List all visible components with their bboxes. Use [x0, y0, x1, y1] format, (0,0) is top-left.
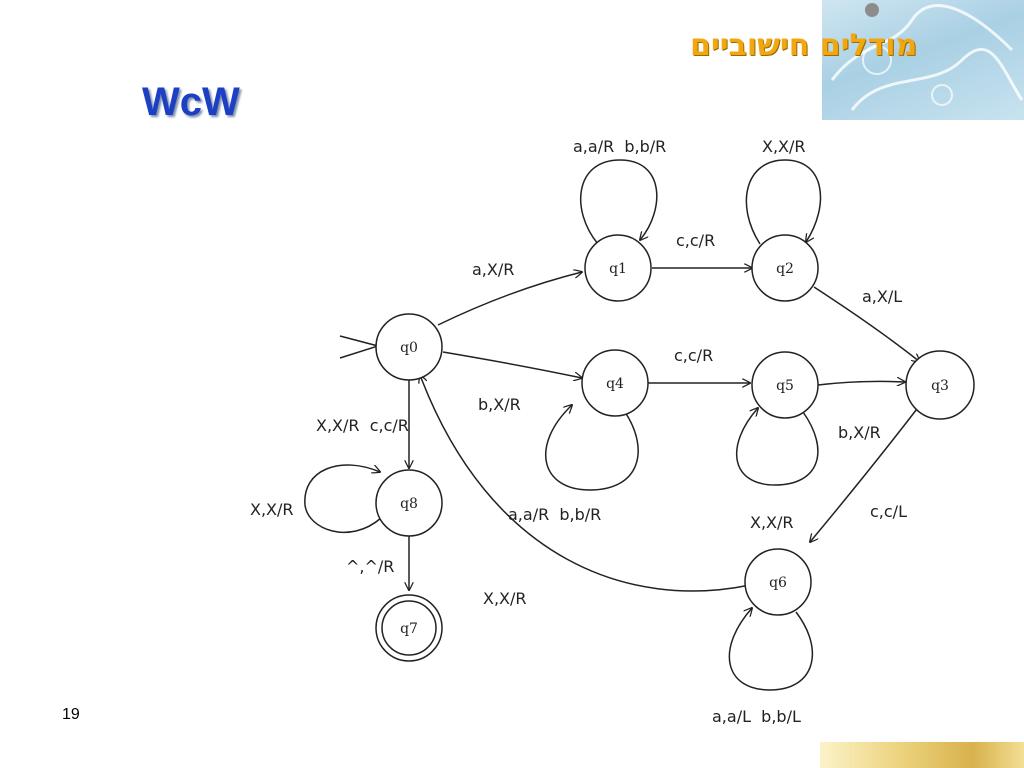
loop-q1 [579, 159, 658, 245]
state-label-q6: q6 [769, 575, 787, 591]
edge-q2-q3 [813, 286, 920, 362]
label-q8-q7: ^,^/R [346, 557, 394, 576]
label-q4-loop: a,a/R b,b/R [508, 505, 601, 524]
loop-q5 [735, 408, 819, 486]
state-label-q7: q7 [400, 621, 418, 637]
corner-decoration-top [822, 0, 1024, 120]
loop-q2 [745, 159, 822, 245]
label-q0-q4: b,X/R [478, 395, 521, 414]
label-q0-q1: a,X/R [472, 260, 514, 279]
state-q8 [375, 469, 443, 537]
state-q3 [905, 350, 975, 420]
label-q6-loop: a,a/L b,b/L [712, 707, 801, 726]
edge-q3-q6 [810, 404, 921, 542]
label-q1-q2: c,c/R [676, 231, 715, 250]
state-q7 [375, 594, 443, 662]
state-label-q3: q3 [931, 378, 949, 394]
state-label-q0: q0 [400, 340, 418, 356]
label-q3-q6: c,c/L [870, 502, 907, 521]
edge-q6-q0 [420, 375, 751, 592]
state-label-q1: q1 [609, 261, 627, 277]
corner-decoration-bottom [820, 742, 1024, 768]
slide-title: WcW [142, 80, 240, 124]
label-q4-q5: c,c/R [674, 346, 713, 365]
state-label-q4: q4 [606, 376, 624, 392]
label-q1-loop: a,a/R b,b/R [573, 137, 666, 156]
loop-q4 [545, 405, 639, 491]
molecule-decoration-icon [830, 3, 1024, 111]
label-q2-q3: a,X/L [862, 287, 902, 306]
state-q5 [751, 351, 819, 419]
label-q6-loop-top: X,X/R [750, 513, 794, 532]
state-q7-accept-ring [381, 600, 437, 656]
initial-state-arrow [339, 335, 381, 359]
state-label-q8: q8 [400, 496, 418, 512]
state-q2 [751, 234, 819, 302]
label-q5-q3: b,X/R [838, 423, 881, 442]
page-number: 19 [62, 706, 80, 723]
state-label-q2: q2 [776, 261, 794, 277]
edge-q5-q3 [817, 381, 905, 385]
edge-q0-q1 [437, 272, 582, 326]
edge-q0-q4 [442, 351, 582, 378]
state-q6 [744, 548, 812, 616]
state-label-q5: q5 [776, 378, 794, 394]
label-q6-q0: X,X/R [483, 589, 527, 608]
label-q2-loop: X,X/R [762, 137, 806, 156]
state-q0 [375, 313, 443, 381]
loop-q8 [304, 464, 381, 534]
label-q8-loop: X,X/R [250, 500, 294, 519]
label-q0-q8: X,X/R c,c/R [316, 416, 409, 435]
header-title: מודלים חישוביים [690, 28, 918, 63]
state-q1 [584, 234, 652, 302]
loop-q6 [728, 608, 813, 691]
state-q4 [581, 349, 649, 417]
